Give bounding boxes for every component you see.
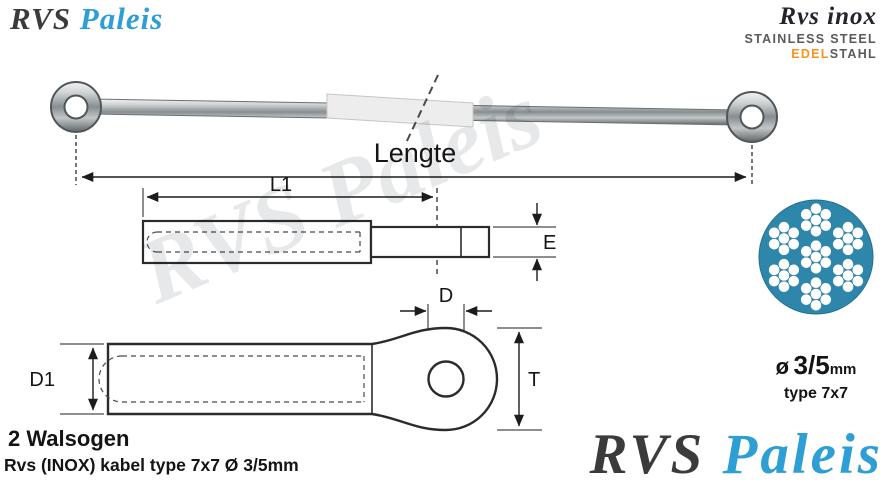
terminal-side-view xyxy=(141,219,491,265)
logo-rvs-text-bottom: RVS xyxy=(589,423,706,486)
product-subtitle: Rvs (INOX) kabel type 7x7 Ø 3/5mm xyxy=(4,455,299,475)
cable-cross-section xyxy=(758,199,874,315)
product-title: 2 Walsogen xyxy=(8,426,130,451)
terminal-eye-view xyxy=(98,326,499,432)
diameter-symbol: ø xyxy=(775,354,790,379)
logo-paleis-text: Paleis xyxy=(79,1,164,36)
right-eye-hole xyxy=(739,104,765,130)
hidden-cable-outline xyxy=(146,231,361,253)
dim-label-e: E xyxy=(543,232,556,254)
diameter-value: 3/5 xyxy=(793,350,830,380)
t-dimension: T xyxy=(497,327,542,431)
cable-spec: ø 3/5mm type 7x7 xyxy=(736,350,889,403)
cable-type: type 7x7 xyxy=(783,385,849,402)
dim-label-d1: D1 xyxy=(29,369,55,391)
brand-logo-top: RVS Paleis xyxy=(10,1,163,37)
l1-dimension: L1 xyxy=(142,174,438,277)
wire-strands xyxy=(768,203,864,311)
diameter-unit: mm xyxy=(829,361,857,378)
d1-dimension: D1 xyxy=(29,343,104,415)
edelstahl-rest: STAHL xyxy=(829,47,877,61)
cable-assembly-view xyxy=(50,74,778,144)
length-label: Lengte xyxy=(373,138,457,168)
e-dimension: E xyxy=(493,203,556,281)
eye-hole xyxy=(427,360,465,398)
left-eye-hole xyxy=(63,94,89,120)
dim-label-d: D xyxy=(439,285,453,307)
cable-diameter: ø 3/5mm xyxy=(736,350,889,381)
edelstahl-highlight: EDEL xyxy=(791,47,830,61)
logo-paleis-text-bottom: Paleis xyxy=(722,423,883,486)
dim-label-l1: L1 xyxy=(270,174,292,196)
hidden-cable-outline-2 xyxy=(98,355,365,403)
logo-rvs-text: RVS xyxy=(10,1,72,36)
dim-label-t: T xyxy=(528,369,540,391)
brand-line-stainless: STAINLESS STEEL xyxy=(744,32,877,46)
brand-logo-bottom: RVS Paleis xyxy=(590,426,883,483)
brand-name: Rvs inox xyxy=(779,3,877,30)
terminal-flat-end xyxy=(369,225,491,259)
length-dimension xyxy=(75,135,753,185)
brand-block-right: Rvs inox STAINLESS STEEL EDELSTAHL xyxy=(745,2,877,62)
terminal-eye-outline xyxy=(106,326,499,432)
brand-line-edelstahl: EDELSTAHL xyxy=(745,47,877,62)
terminal-body xyxy=(141,219,373,265)
cable-sleeve xyxy=(326,93,474,128)
